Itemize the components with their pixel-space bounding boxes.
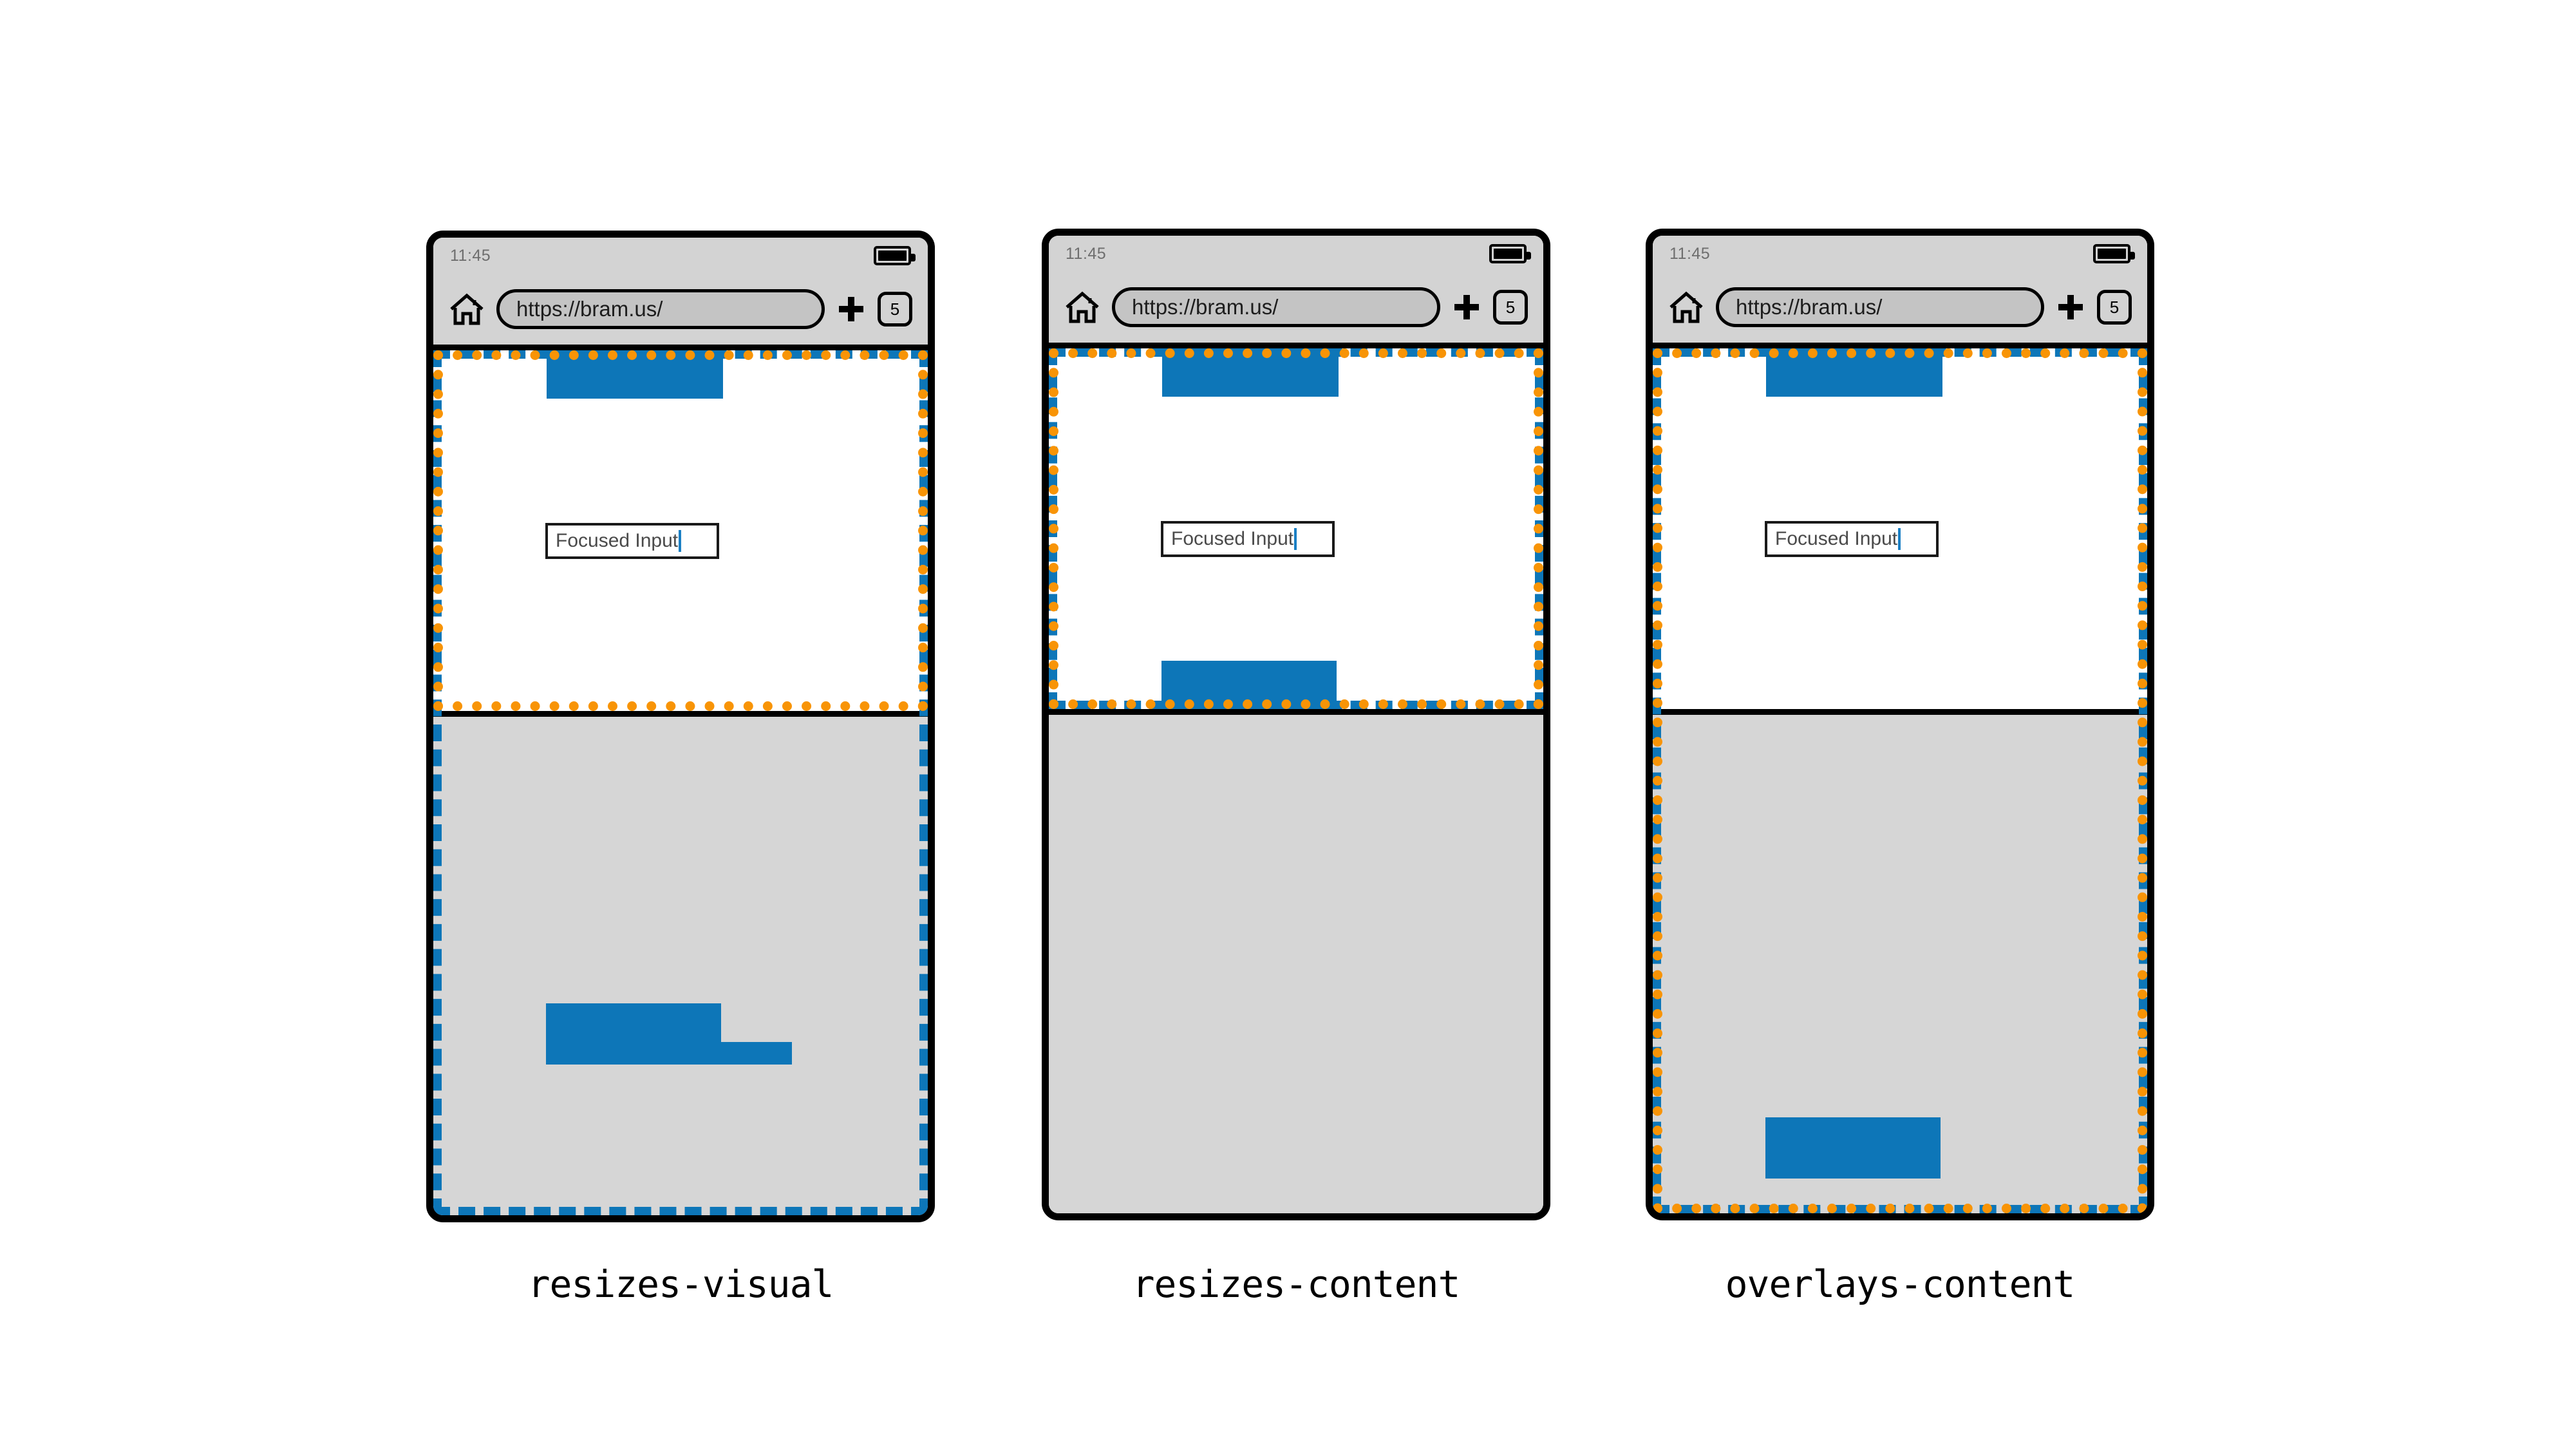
url-text: https://bram.us/ — [1132, 295, 1279, 319]
text-caret — [679, 530, 682, 552]
battery-full-icon — [2093, 244, 2135, 263]
content-block-footer-tail — [720, 1042, 792, 1065]
web-content-area: Focused Input — [433, 350, 928, 711]
virtual-keyboard-area — [1049, 709, 1543, 1213]
focused-input[interactable]: Focused Input — [545, 523, 719, 559]
url-bar[interactable]: https://bram.us/ — [1716, 287, 2044, 327]
focused-input[interactable]: Focused Input — [1765, 521, 1939, 557]
browser-toolbar: https://bram.us/ 5 — [1049, 272, 1543, 343]
content-block-header — [1162, 348, 1339, 397]
focused-input-value: Focused Input — [1775, 528, 1898, 549]
content-block-footer — [1161, 661, 1337, 709]
url-text: https://bram.us/ — [1736, 295, 1883, 319]
plus-icon[interactable] — [836, 294, 866, 324]
web-content-area: Focused Input — [1653, 348, 2147, 709]
home-icon[interactable] — [449, 292, 485, 326]
tab-count-label: 5 — [890, 299, 900, 319]
phone-mockup-resizes-content: 11:45 https://bram.us/ 5 — [1042, 229, 1550, 1220]
phone-screen: Focused Input — [1049, 348, 1543, 1213]
web-content-area: Focused Input — [1049, 348, 1543, 709]
status-bar: 11:45 — [1049, 236, 1543, 272]
focused-input-value: Focused Input — [556, 530, 679, 551]
status-clock: 11:45 — [1669, 244, 1711, 263]
virtual-keyboard-area — [1653, 709, 2147, 1213]
tab-count-label: 5 — [2109, 297, 2120, 317]
tab-count-badge[interactable]: 5 — [2097, 290, 2132, 325]
tab-count-badge[interactable]: 5 — [1493, 290, 1528, 325]
battery-full-icon — [874, 246, 916, 265]
focused-input[interactable]: Focused Input — [1161, 521, 1335, 557]
home-icon[interactable] — [1064, 290, 1100, 324]
tab-count-label: 5 — [1505, 297, 1516, 317]
home-icon[interactable] — [1668, 290, 1704, 324]
browser-chrome: 11:45 https://bram.us/ 5 — [433, 238, 928, 350]
virtual-keyboard-area — [433, 711, 928, 1215]
status-bar: 11:45 — [1653, 236, 2147, 272]
url-text: https://bram.us/ — [516, 297, 663, 321]
caption-resizes-visual: resizes-visual — [527, 1262, 834, 1306]
content-block-footer — [1765, 1117, 1941, 1179]
phone-screen: Focused Input — [1653, 348, 2147, 1213]
url-bar[interactable]: https://bram.us/ — [496, 289, 825, 329]
caption-resizes-content: resizes-content — [1132, 1262, 1461, 1306]
browser-chrome: 11:45 https://bram.us/ 5 — [1653, 236, 2147, 348]
phone-screen: Focused Input — [433, 350, 928, 1215]
content-block-footer — [546, 1003, 721, 1065]
content-block-header — [547, 350, 723, 399]
status-bar: 11:45 — [433, 238, 928, 274]
content-block-header — [1766, 348, 1942, 397]
battery-full-icon — [1489, 244, 1531, 263]
phone-mockup-overlays-content: 11:45 https://bram.us/ 5 — [1646, 229, 2154, 1220]
browser-toolbar: https://bram.us/ 5 — [1653, 272, 2147, 343]
text-caret — [1898, 528, 1901, 550]
plus-icon[interactable] — [1452, 292, 1481, 322]
focused-input-value: Focused Input — [1171, 528, 1294, 549]
phone-mockup-resizes-visual: 11:45 https://bram.us/ 5 — [426, 231, 935, 1222]
caption-overlays-content: overlays-content — [1725, 1262, 2076, 1306]
plus-icon[interactable] — [2056, 292, 2085, 322]
tab-count-badge[interactable]: 5 — [878, 292, 912, 327]
url-bar[interactable]: https://bram.us/ — [1112, 287, 1440, 327]
browser-chrome: 11:45 https://bram.us/ 5 — [1049, 236, 1543, 348]
status-clock: 11:45 — [450, 246, 491, 265]
status-clock: 11:45 — [1066, 244, 1107, 263]
text-caret — [1294, 528, 1297, 550]
browser-toolbar: https://bram.us/ 5 — [433, 274, 928, 345]
